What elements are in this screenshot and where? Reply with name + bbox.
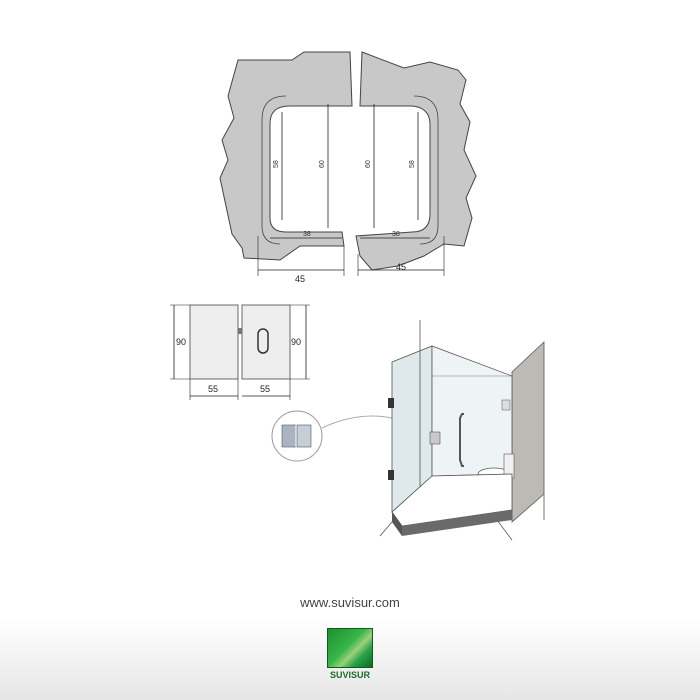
hinge-plates: 90 90 55 55: [170, 304, 310, 400]
left-outer-width-label: 45: [295, 274, 305, 284]
right-glass-shape: [355, 51, 477, 271]
left-inner-width-label: 38: [303, 231, 311, 238]
hinge-width-label-left: 55: [208, 384, 218, 394]
hinge-bottom: [388, 470, 394, 480]
brand-logo-text: SUVISUR: [329, 670, 370, 680]
left-glass-shape: [219, 51, 353, 261]
highlighted-hinge: [429, 431, 441, 445]
hinge-slot: [257, 328, 269, 354]
wall-edge-b: [496, 519, 513, 541]
hinge-photo-right: [296, 424, 312, 448]
right-inner-width-label: 38: [392, 231, 400, 238]
right-outer-width-label: 45: [396, 262, 406, 272]
right-slot-edge: [413, 95, 439, 245]
hinge-height-label-right: 90: [291, 337, 301, 347]
shower-side-wall: [511, 341, 545, 523]
tray-edge-front: [402, 510, 512, 536]
hinge-knuckle: [238, 328, 242, 334]
right-outer-height-label: 60: [365, 160, 372, 168]
hinge-plate-left: [189, 304, 239, 380]
door-handle: [459, 413, 464, 467]
tray-edge-left: [392, 512, 402, 536]
hinge-top: [388, 398, 394, 408]
shower-enclosure: [379, 320, 545, 541]
right-glass-cutout: 60 58 38 45: [355, 51, 477, 276]
website-url[interactable]: www.suvisur.com: [300, 595, 400, 610]
right-inner-height-label: 58: [409, 160, 416, 168]
wall-clamp: [501, 399, 511, 411]
left-slot-edge: [261, 95, 287, 245]
brand-logo: [327, 628, 373, 668]
left-outer-height-label: 60: [319, 160, 326, 168]
left-inner-height-label: 58: [273, 160, 280, 168]
hinge-photo-left: [281, 424, 297, 448]
hinge-height-label-left: 90: [176, 337, 186, 347]
hinge-width-label-right: 55: [260, 384, 270, 394]
floor-line: [379, 521, 393, 537]
glass-front-panel: [431, 345, 513, 477]
left-glass-cutout: 58 60 38 45: [219, 51, 353, 284]
